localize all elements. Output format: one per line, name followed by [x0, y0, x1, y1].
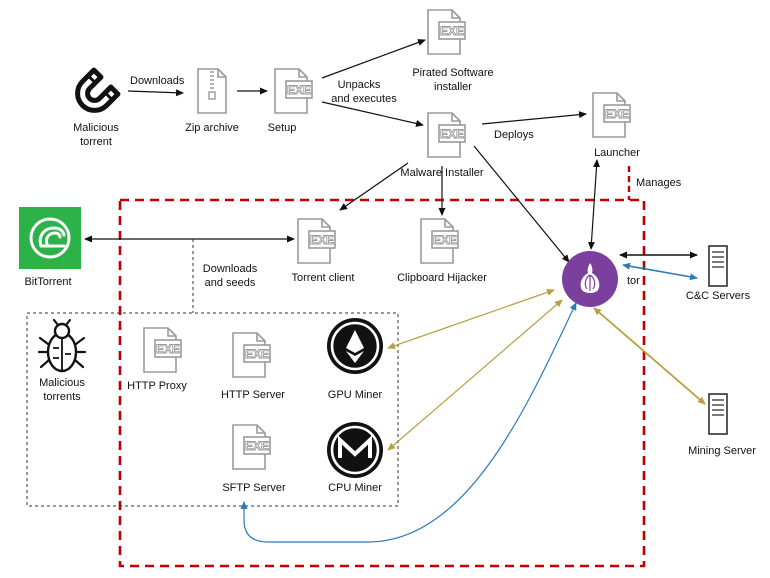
node-tor-label: tor	[627, 275, 640, 287]
magnet-icon	[75, 67, 121, 113]
edge-tor-sftp-server	[240, 302, 577, 543]
node-torrent-client-label: Torrent client	[292, 272, 355, 284]
node-http-proxy-label: HTTP Proxy	[127, 380, 187, 392]
exe-file-icon: EXE	[427, 112, 466, 158]
edge-tor-gpu-miner	[387, 289, 555, 349]
ethereum-icon	[327, 318, 383, 374]
edge-unpacks-executes	[321, 101, 424, 127]
edge-installer-to-tor	[473, 145, 570, 263]
node-setup-label: Setup	[268, 122, 297, 134]
exe-file-icon: EXE	[420, 218, 459, 264]
node-gpu-miner-label: GPU Miner	[328, 389, 383, 401]
node-malicious-torrent-label-1: Malicious	[73, 122, 119, 134]
node-malicious-torrent-label-2: torrent	[80, 136, 112, 148]
edge-launcher-tor	[587, 159, 601, 250]
label-downloads: Downloads	[130, 75, 185, 87]
exe-file-icon: EXE	[143, 327, 182, 373]
node-sftp-server-label: SFTP Server	[222, 482, 286, 494]
svg-text:EXE: EXE	[287, 83, 311, 97]
node-zip-archive-label: Zip archive	[185, 122, 239, 134]
zip-file-icon	[197, 68, 227, 114]
edge-tor-mining-server	[593, 307, 706, 405]
node-launcher-label: Launcher	[594, 147, 640, 159]
edge-downloads	[127, 89, 184, 97]
node-pirated-software-label-1: Pirated Software	[412, 67, 493, 79]
node-malicious-torrents-label-1: Malicious	[39, 377, 85, 389]
svg-text:EXE: EXE	[433, 233, 457, 247]
svg-text:EXE: EXE	[440, 127, 464, 141]
edge-tor-cpu-miner	[387, 299, 563, 451]
exe-file-icon: EXE	[232, 332, 271, 378]
label-unpacks: Unpacks	[338, 79, 381, 91]
node-cpu-miner-label: CPU Miner	[328, 482, 382, 494]
edge-installer-to-torrent-client	[339, 162, 409, 211]
svg-text:EXE: EXE	[605, 107, 629, 121]
server-icon	[708, 393, 728, 435]
node-pirated-software-label-2: installer	[434, 81, 472, 93]
label-downloads-seeds-2: and seeds	[205, 277, 256, 289]
node-mining-server-label: Mining Server	[688, 445, 756, 457]
bittorrent-logo-icon	[19, 207, 81, 269]
exe-file-icon: EXE	[274, 68, 313, 114]
node-clipboard-hijacker-label: Clipboard Hijacker	[397, 272, 487, 284]
node-malware-installer-label: Malware Installer	[400, 167, 483, 179]
infection-perimeter	[118, 198, 646, 568]
node-cc-servers-label: C&C Servers	[686, 290, 751, 302]
label-deploys: Deploys	[494, 129, 534, 141]
bug-icon	[37, 318, 87, 373]
svg-text:EXE: EXE	[245, 347, 269, 361]
node-bittorrent-label: BitTorrent	[24, 276, 71, 288]
svg-text:EXE: EXE	[440, 24, 464, 38]
label-downloads-seeds-1: Downloads	[203, 263, 258, 275]
tor-onion-icon	[562, 251, 618, 307]
node-malicious-torrents-label-2: torrents	[43, 391, 81, 403]
server-icon	[708, 245, 728, 287]
exe-file-icon: EXE	[297, 218, 336, 264]
exe-file-icon: EXE	[427, 9, 466, 55]
edge-deploys	[481, 111, 587, 125]
svg-text:EXE: EXE	[245, 439, 269, 453]
exe-file-icon: EXE	[232, 424, 271, 470]
node-http-server-label: HTTP Server	[221, 389, 285, 401]
edge-setup-to-pirated	[321, 39, 426, 79]
monero-icon	[327, 422, 383, 478]
edge-tor-cc-blue	[622, 262, 698, 281]
svg-text:EXE: EXE	[156, 342, 180, 356]
label-and-executes: and executes	[331, 93, 397, 105]
svg-text:EXE: EXE	[310, 233, 334, 247]
label-manages: Manages	[636, 177, 682, 189]
exe-file-icon: EXE	[592, 92, 631, 138]
